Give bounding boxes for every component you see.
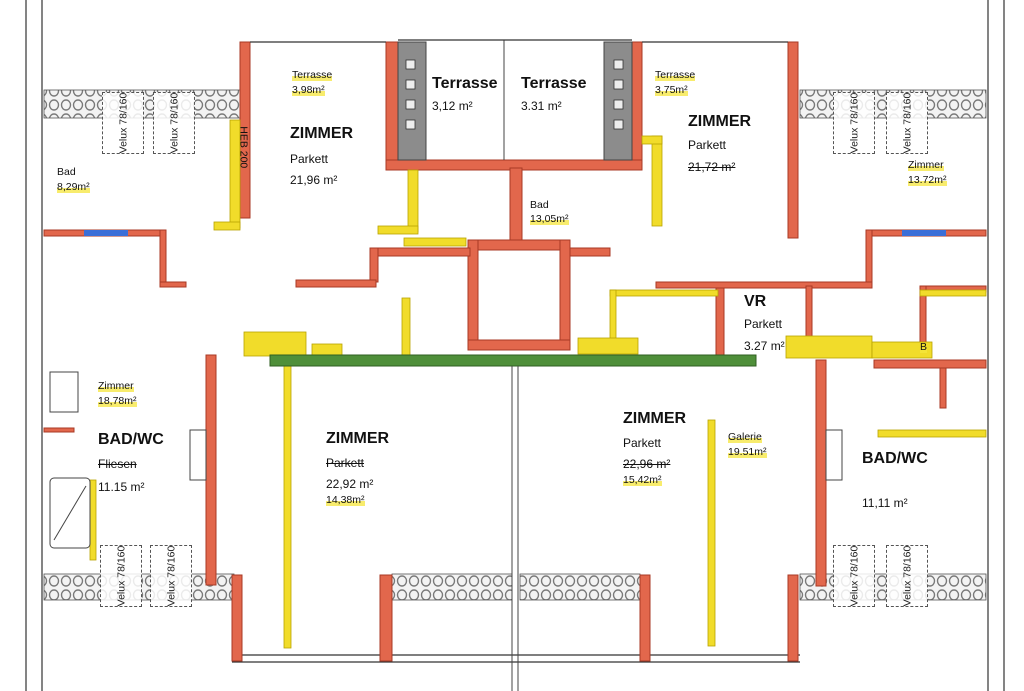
terrasse-c2-name: Terrasse — [521, 75, 587, 92]
galerie-area: 19.51m² — [728, 446, 767, 458]
zimmer-bc-area-new: 15,42m² — [623, 474, 662, 486]
zimmer-l-name: Zimmer — [98, 380, 134, 392]
badwc-l-floor: Fliesen — [98, 457, 137, 471]
zimmer-bl-name: ZIMMER — [326, 430, 390, 447]
bad-c-area: 13,05m² — [530, 213, 569, 225]
velux-skylight: Velux 78/160 — [833, 92, 875, 154]
velux-skylight: Velux 78/160 — [833, 545, 875, 607]
velux-skylight: Velux 78/160 — [886, 545, 928, 607]
terrace-boundary — [250, 39, 788, 43]
zimmer-bc-floor: Parkett — [623, 436, 662, 450]
zimmer-tr-floor: Parkett — [688, 138, 727, 152]
terrasse-c2-area: 3.31 m² — [521, 99, 562, 113]
windows — [84, 230, 946, 236]
zimmer-tr-area: 21,72 m² — [688, 160, 736, 174]
velux-skylight: Velux 78/160 — [886, 92, 928, 154]
velux-skylight: Velux 78/160 — [150, 545, 192, 607]
zimmer-bl-floor: Parkett — [326, 456, 365, 470]
badwc-r-name: BAD/WC — [862, 450, 928, 467]
bathroom-fixtures — [49, 371, 843, 549]
velux-skylight: Velux 78/160 — [102, 92, 144, 154]
terrace-planters — [397, 41, 633, 161]
zimmer-tr-name: ZIMMER — [688, 113, 752, 130]
velux-skylight: Velux 78/160 — [153, 92, 195, 154]
bad-c-name: Bad — [530, 199, 549, 211]
zimmer-tl-area: 21,96 m² — [290, 173, 338, 187]
badwc-r-area: 11,11 m² — [862, 496, 908, 510]
galerie-name: Galerie — [728, 431, 762, 443]
terrasse-tl-name: Terrasse — [292, 69, 333, 81]
zimmer-tl-name: ZIMMER — [290, 125, 354, 142]
zimmer-r-area: 13.72m² — [908, 174, 947, 186]
vr-name: VR — [744, 293, 767, 310]
zimmer-bl-area-old: 22,92 m² — [326, 477, 374, 491]
bad-tl-area: 8,29m² — [57, 181, 90, 193]
vr-area: 3.27 m² — [744, 339, 785, 353]
zimmer-bc-area-old: 22,96 m² — [623, 457, 671, 471]
terrasse-tr-name: Terrasse — [655, 69, 696, 81]
bad-tl-name: Bad — [57, 166, 76, 178]
new-walls — [89, 119, 987, 649]
velux-skylight: Velux 78/160 — [100, 545, 142, 607]
b-mark: B — [920, 341, 928, 353]
outer-boundary — [25, 0, 1005, 691]
zimmer-r-name: Zimmer — [908, 159, 944, 171]
beam-label: HEB 200 — [237, 126, 250, 169]
zimmer-tl-floor: Parkett — [290, 152, 329, 166]
terrasse-c1-area: 3,12 m² — [432, 99, 473, 113]
zimmer-bl-area-new: 14,38m² — [326, 494, 365, 506]
terrasse-tr-area: 3,75m² — [655, 84, 688, 96]
badwc-l-area: 11.15 m² — [98, 480, 145, 494]
terrasse-c1-name: Terrasse — [432, 75, 498, 92]
badwc-l-name: BAD/WC — [98, 431, 164, 448]
zimmer-l-area: 18,78m² — [98, 395, 137, 407]
zimmer-bc-name: ZIMMER — [623, 410, 687, 427]
centre-divider — [503, 40, 519, 691]
vr-floor: Parkett — [744, 317, 783, 331]
steel-beam — [269, 354, 757, 367]
terrasse-tl-area: 3,98m² — [292, 84, 325, 96]
